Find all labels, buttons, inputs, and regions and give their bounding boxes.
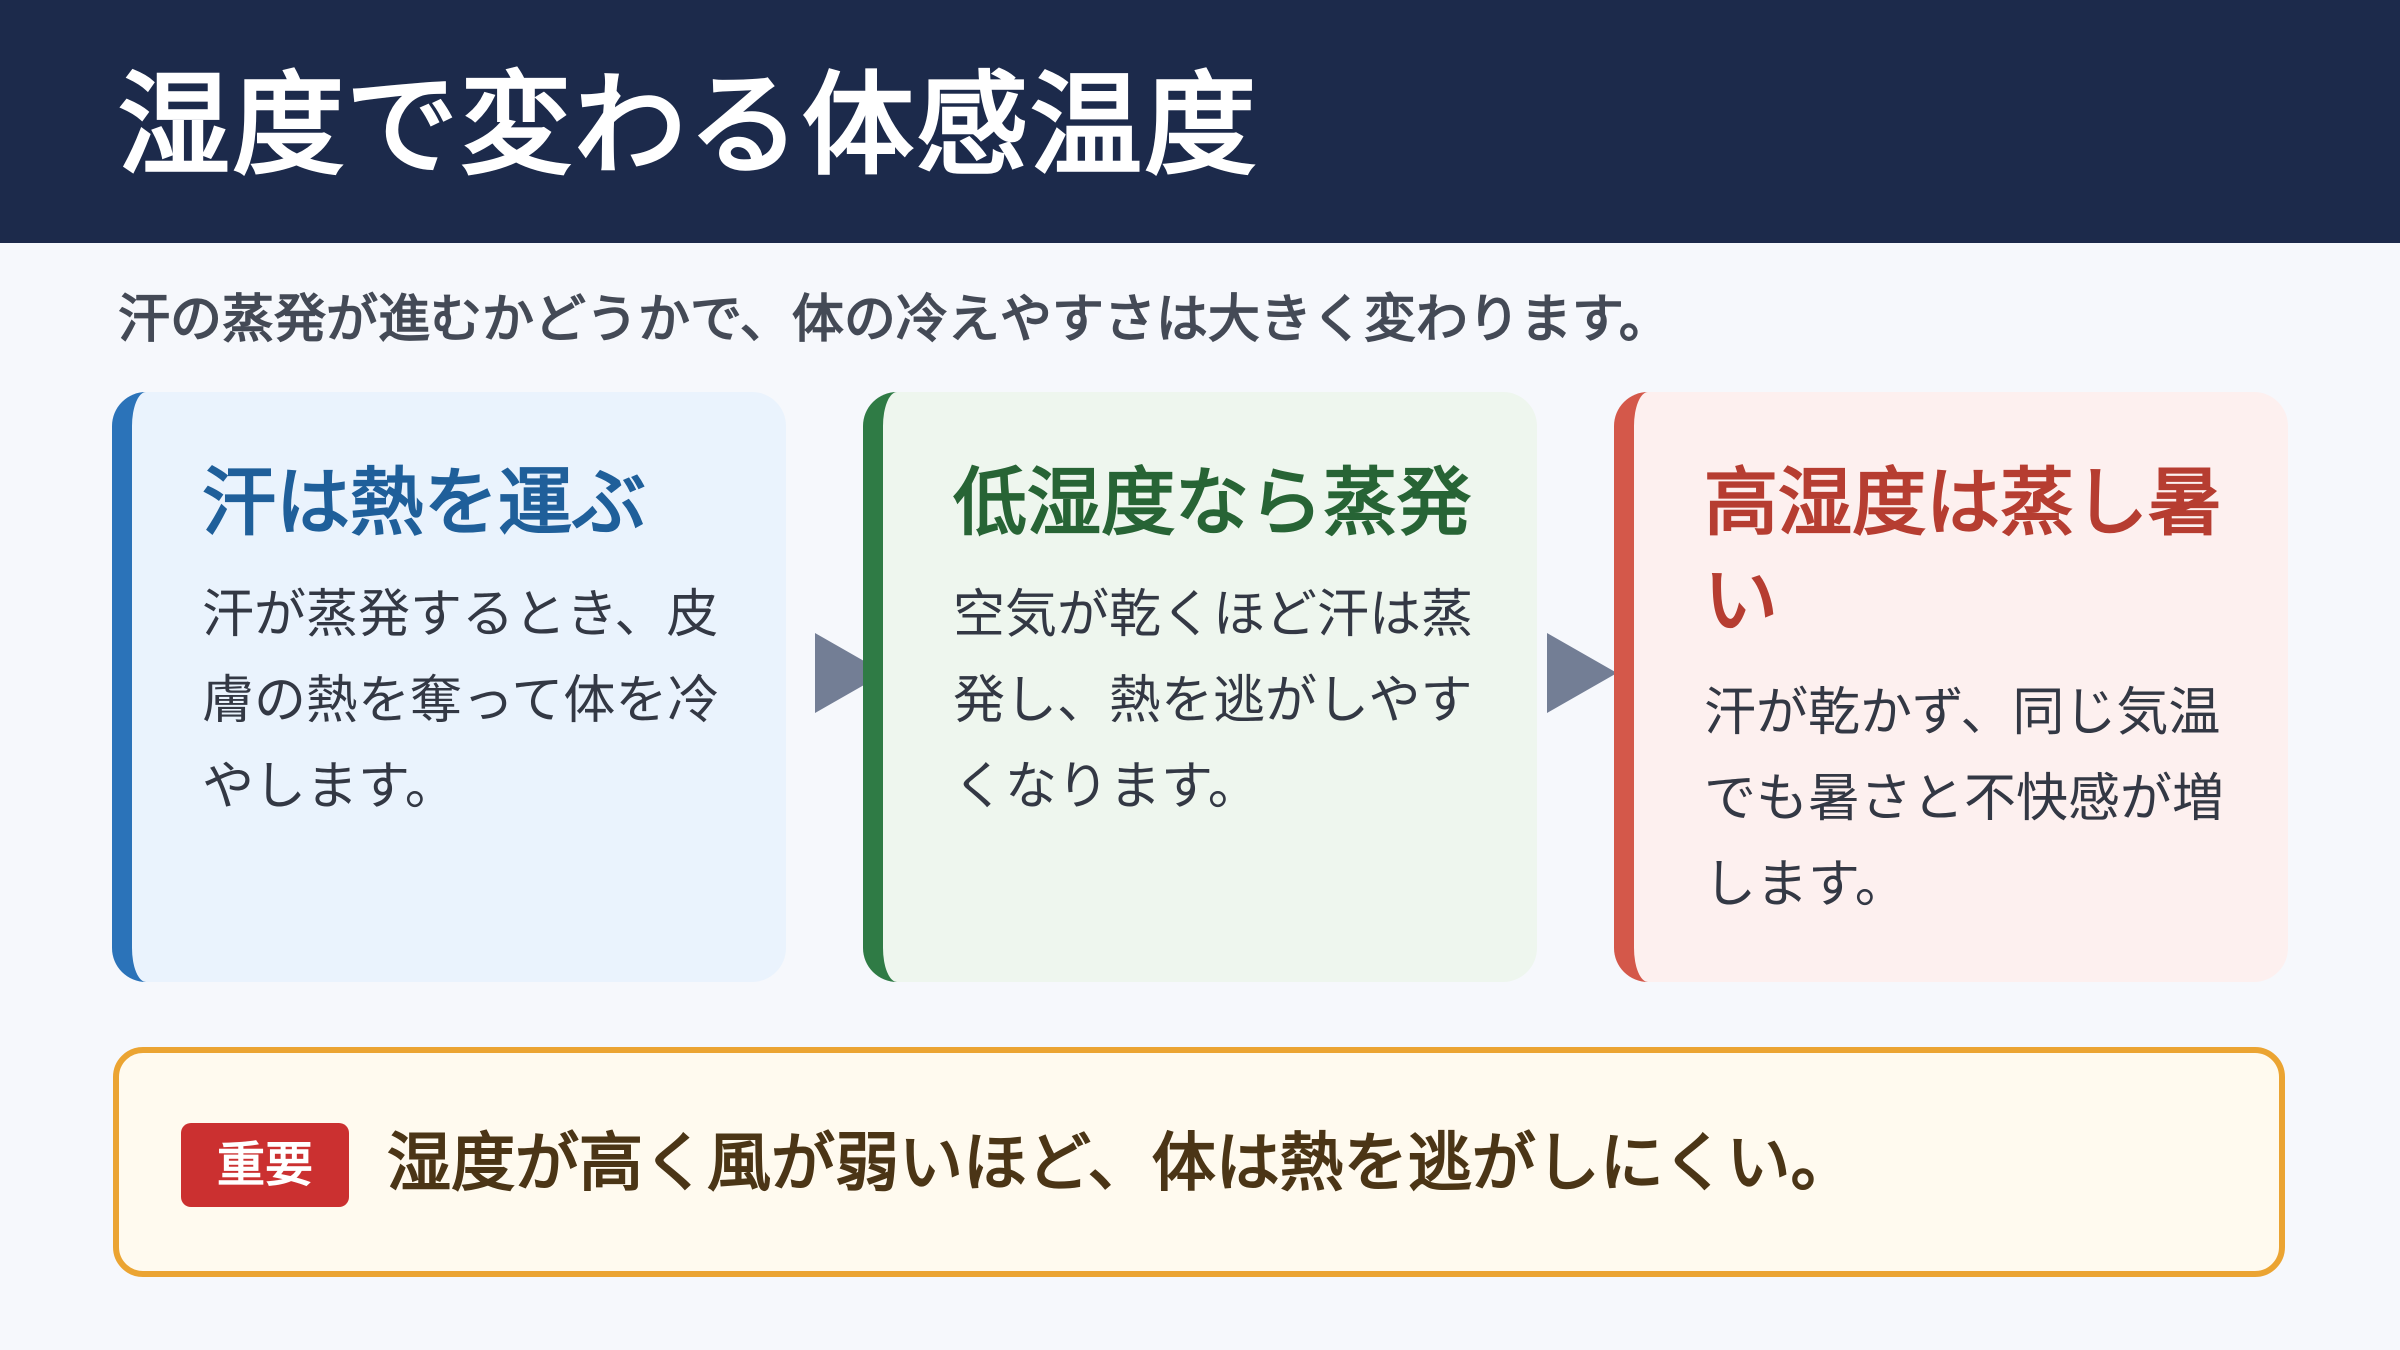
card-title: 高湿度は蒸し暑い: [1704, 460, 2222, 644]
important-callout: 重要 湿度が高く風が弱いほど、体は熱を逃がしにくい。: [113, 1047, 2285, 1277]
arrow-right-icon: [1547, 633, 1617, 713]
card-body: 汗が乾かず、同じ気温でも暑さと不快感が増します。: [1704, 683, 2225, 915]
important-badge: 重要: [181, 1123, 349, 1207]
page-title: 湿度で変わる体感温度: [118, 61, 1258, 191]
callout-text: 湿度が高く風が弱いほど、体は熱を逃がしにくい。: [387, 1127, 1855, 1201]
card-low-humidity: 低湿度なら蒸発 空気が乾くほど汗は蒸発し、熱を逃がしやすくなります。: [863, 392, 1537, 982]
card-sweat-carries-heat: 汗は熱を運ぶ 汗が蒸発するとき、皮膚の熱を奪って体を冷やします。: [112, 392, 786, 982]
card-body: 空気が乾くほど汗は蒸発し、熱を逃がしやすくなります。: [953, 585, 1474, 817]
card-high-humidity: 高湿度は蒸し暑い 汗が乾かず、同じ気温でも暑さと不快感が増します。: [1614, 392, 2288, 982]
page-subtitle: 汗の蒸発が進むかどうかで、体の冷えやすさは大きく変わります。: [118, 290, 1671, 350]
card-title: 汗は熱を運ぶ: [202, 460, 646, 546]
header-bar: 湿度で変わる体感温度: [0, 0, 2400, 243]
card-title: 低湿度なら蒸発: [953, 460, 1471, 546]
card-body: 汗が蒸発するとき、皮膚の熱を奪って体を冷やします。: [202, 585, 720, 817]
